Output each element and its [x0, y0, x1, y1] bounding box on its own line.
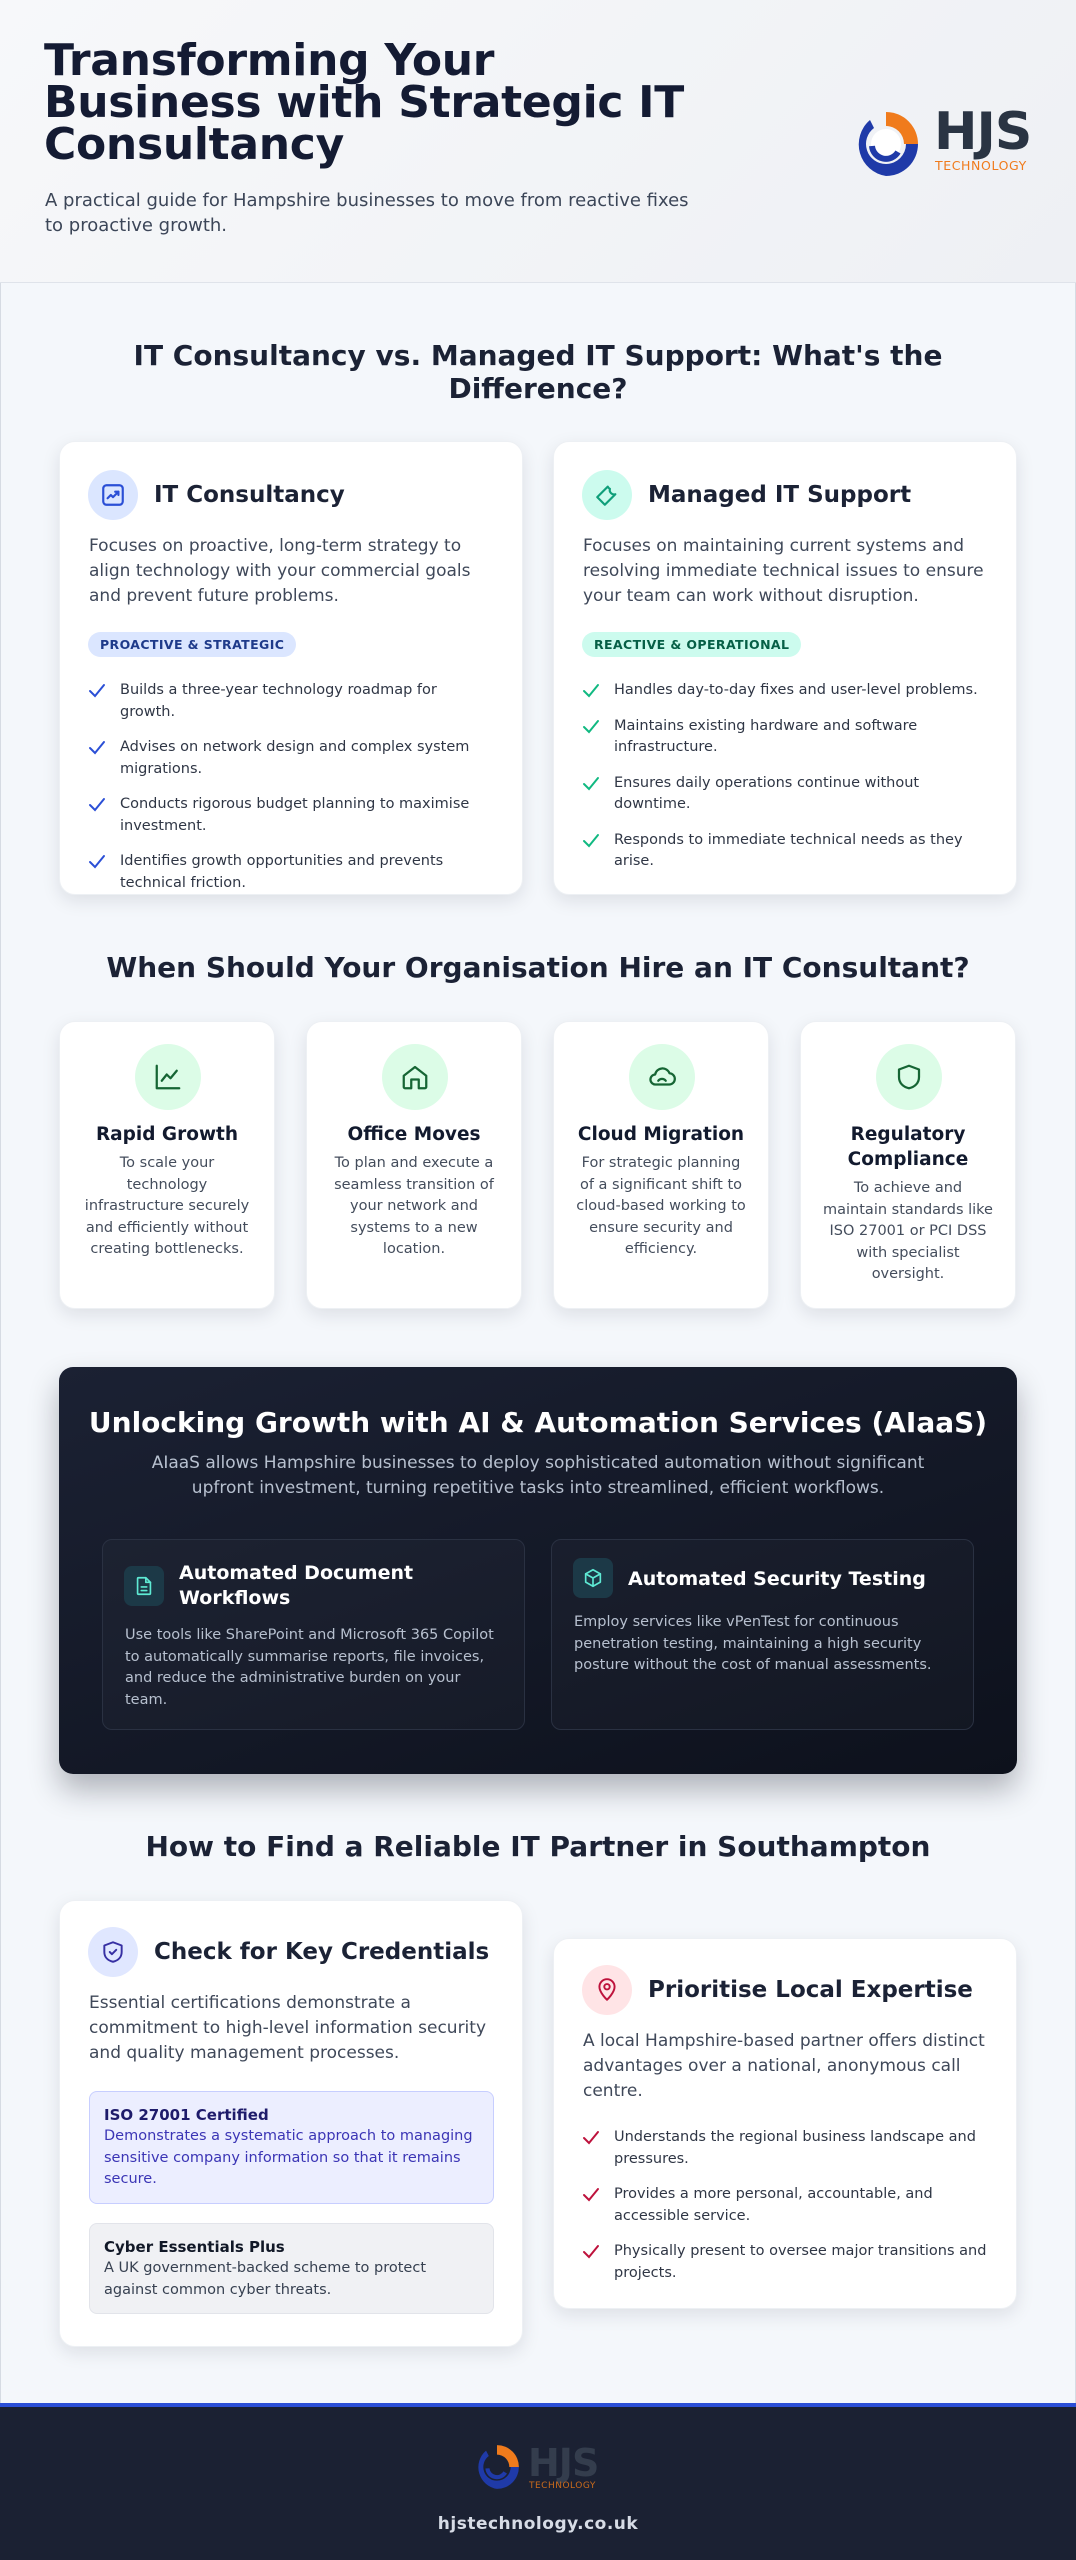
- strategy-icon: [88, 470, 138, 520]
- managed-badge: REACTIVE & OPERATIONAL: [582, 632, 802, 657]
- credentials-card: Check for Key Credentials Essential cert…: [59, 1900, 523, 2347]
- when-card-description: To plan and execute a seamless transitio…: [334, 1155, 494, 1257]
- credentials-title: Check for Key Credentials: [154, 1939, 490, 1965]
- consultancy-card-header: IT Consultancy: [88, 470, 345, 520]
- logo-wordmark: HJS: [934, 102, 1032, 162]
- aiaas-card-security-testing: Automated Security Testing Employ servic…: [551, 1539, 974, 1730]
- check-icon: [583, 833, 599, 847]
- when-card-title: Rapid Growth: [95, 1124, 239, 1145]
- consultancy-title: IT Consultancy: [154, 482, 345, 508]
- list-item: Responds to immediate technical needs as…: [582, 830, 990, 873]
- header: Transforming Your Business with Strategi…: [0, 0, 1076, 283]
- consultancy-card: IT Consultancy Focuses on proactive, lon…: [59, 441, 523, 895]
- shield-icon: [876, 1044, 942, 1110]
- check-icon: [583, 2131, 599, 2145]
- aiaas-card-title: Automated Security Testing: [628, 1568, 926, 1590]
- consultancy-list: Builds a three-year technology roadmap f…: [88, 680, 496, 908]
- check-icon: [583, 2188, 599, 2202]
- cert-title: Cyber Essentials Plus: [104, 2238, 285, 2256]
- when-card-title: Cloud Migration: [577, 1124, 745, 1145]
- check-icon: [89, 684, 105, 698]
- check-icon: [583, 2245, 599, 2259]
- list-item: Advises on network design and complex sy…: [88, 737, 496, 780]
- check-icon: [89, 741, 105, 755]
- logo-subtext: TECHNOLOGY: [935, 158, 1027, 173]
- managed-list: Handles day-to-day fixes and user-level …: [582, 680, 990, 887]
- managed-card-header: Managed IT Support: [582, 470, 911, 520]
- footer-logo-subtext: TECHNOLOGY: [529, 2481, 596, 2491]
- logo-mark-icon: [478, 2445, 519, 2489]
- consultancy-badge: PROACTIVE & STRATEGIC: [88, 632, 297, 657]
- when-card-cloud-migration: Cloud Migration For strategic planning o…: [553, 1021, 769, 1309]
- cert-description: A UK government-backed scheme to protect…: [104, 2260, 427, 2298]
- local-description: A local Hampshire-based partner offers d…: [583, 2031, 985, 2101]
- cert-cyber-essentials: Cyber Essentials Plus A UK government-ba…: [89, 2223, 494, 2314]
- when-card-description: To achieve and maintain standards like I…: [823, 1180, 993, 1282]
- aiaas-description: AIaaS allows Hampshire businesses to dep…: [151, 1453, 925, 1498]
- check-icon: [89, 855, 105, 869]
- list-item: Ensures daily operations continue withou…: [582, 773, 990, 816]
- when-card-title: Office Moves: [347, 1124, 481, 1145]
- cert-title: ISO 27001 Certified: [104, 2106, 269, 2124]
- list-item: Provides a more personal, accountable, a…: [582, 2184, 990, 2227]
- local-list: Understands the regional business landsc…: [582, 2127, 990, 2298]
- local-title: Prioritise Local Expertise: [648, 1977, 973, 2003]
- list-item: Identifies growth opportunities and prev…: [88, 851, 496, 894]
- footer-website-link[interactable]: hjstechnology.co.uk: [437, 2514, 639, 2534]
- when-card-title: Regulatory Compliance: [847, 1124, 969, 1170]
- footer-logo: HJS TECHNOLOGY: [469, 2439, 609, 2495]
- wrench-icon: [582, 470, 632, 520]
- page-title: Transforming Your Business with Strategi…: [44, 35, 684, 170]
- aiaas-card-description: Use tools like SharePoint and Microsoft …: [125, 1627, 494, 1708]
- when-card-rapid-growth: Rapid Growth To scale your technology in…: [59, 1021, 275, 1309]
- aiaas-card-title: Automated Document Workflows: [179, 1562, 414, 1609]
- comparison-heading: IT Consultancy vs. Managed IT Support: W…: [133, 339, 943, 405]
- consultancy-description: Focuses on proactive, long-term strategy…: [89, 536, 471, 606]
- when-card-regulatory-compliance: Regulatory Compliance To achieve and mai…: [800, 1021, 1016, 1309]
- when-heading: When Should Your Organisation Hire an IT…: [106, 951, 970, 984]
- cert-description: Demonstrates a systematic approach to ma…: [104, 2128, 473, 2187]
- check-icon: [583, 719, 599, 733]
- aiaas-card-description: Employ services like vPenTest for contin…: [574, 1614, 932, 1673]
- document-icon: [124, 1566, 164, 1606]
- managed-title: Managed IT Support: [648, 482, 912, 508]
- when-card-description: For strategic planning of a significant …: [576, 1155, 746, 1257]
- cloud-icon: [629, 1044, 695, 1110]
- local-card-header: Prioritise Local Expertise: [582, 1965, 973, 2015]
- aiaas-section: Unlocking Growth with AI & Automation Se…: [59, 1367, 1017, 1774]
- check-icon: [583, 684, 599, 698]
- local-card: Prioritise Local Expertise A local Hamps…: [553, 1938, 1017, 2309]
- logo-mark-icon: [858, 112, 918, 176]
- list-item: Physically present to oversee major tran…: [582, 2241, 990, 2284]
- cube-icon: [573, 1558, 613, 1598]
- list-item: Maintains existing hardware and software…: [582, 716, 990, 759]
- check-icon: [89, 798, 105, 812]
- brand-logo: HJS TECHNOLOGY: [848, 104, 1038, 180]
- footer: HJS TECHNOLOGY hjstechnology.co.uk: [0, 2403, 1076, 2560]
- home-icon: [382, 1044, 448, 1110]
- aiaas-card-document-workflows: Automated Document Workflows Use tools l…: [102, 1539, 525, 1730]
- when-card-office-moves: Office Moves To plan and execute a seaml…: [306, 1021, 522, 1309]
- shield-check-icon: [88, 1927, 138, 1977]
- list-item: Understands the regional business landsc…: [582, 2127, 990, 2170]
- map-pin-icon: [582, 1965, 632, 2015]
- list-item: Conducts rigorous budget planning to max…: [88, 794, 496, 837]
- list-item: Builds a three-year technology roadmap f…: [88, 680, 496, 723]
- partner-heading: How to Find a Reliable IT Partner in Sou…: [145, 1830, 931, 1863]
- aiaas-heading: Unlocking Growth with AI & Automation Se…: [88, 1406, 988, 1439]
- credentials-description: Essential certifications demonstrate a c…: [89, 1993, 487, 2063]
- when-card-description: To scale your technology infrastructure …: [84, 1155, 250, 1257]
- check-icon: [583, 776, 599, 790]
- managed-description: Focuses on maintaining current systems a…: [583, 536, 984, 606]
- page-subtitle: A practical guide for Hampshire business…: [45, 190, 689, 236]
- credentials-card-header: Check for Key Credentials: [88, 1927, 489, 1977]
- cert-iso-27001: ISO 27001 Certified Demonstrates a syste…: [89, 2091, 494, 2204]
- managed-card: Managed IT Support Focuses on maintainin…: [553, 441, 1017, 895]
- list-item: Handles day-to-day fixes and user-level …: [582, 680, 990, 702]
- footer-logo-wordmark: HJS: [528, 2441, 599, 2485]
- chart-line-icon: [135, 1044, 201, 1110]
